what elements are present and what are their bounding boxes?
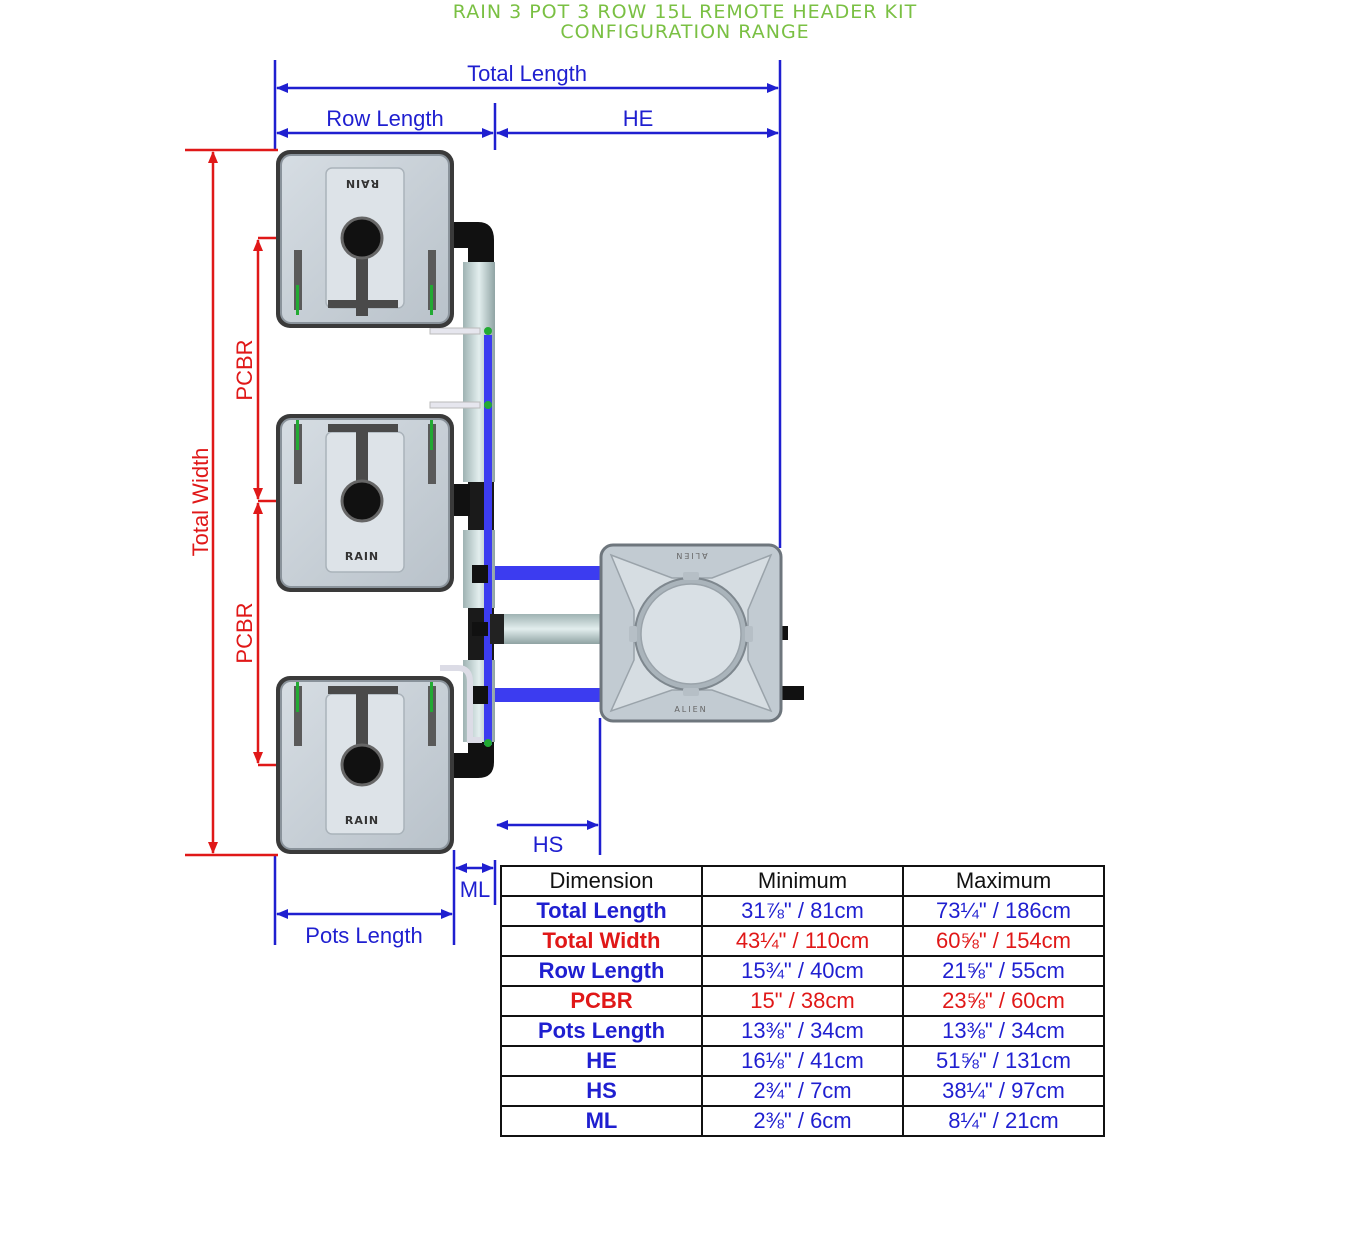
dimension-range-table: Dimension Minimum Maximum Total Length 3…: [500, 865, 1105, 1137]
table-row: HS 2¾" / 7cm 38¼" / 97cm: [500, 1075, 1105, 1107]
dimension-lines-blue: [273, 60, 782, 945]
row-max: 60⅝" / 154cm: [902, 925, 1105, 957]
title-line-1: RAIN 3 POT 3 ROW 15L REMOTE HEADER KIT: [452, 1, 918, 23]
hs-label: HS: [533, 832, 564, 857]
row-max: 8¼" / 21cm: [902, 1105, 1105, 1137]
pots-length-label: Pots Length: [305, 923, 422, 948]
row-max: 38¼" / 97cm: [902, 1075, 1105, 1107]
pot-1: RAIN: [276, 150, 454, 328]
row-min: 2¾" / 7cm: [701, 1075, 904, 1107]
pot-3: RAIN: [276, 676, 454, 854]
table-row: Total Length 31⅞" / 81cm 73¼" / 186cm: [500, 895, 1105, 927]
row-min: 15¾" / 40cm: [701, 955, 904, 987]
row-min: 15" / 38cm: [701, 985, 904, 1017]
table-row: Row Length 15¾" / 40cm 21⅝" / 55cm: [500, 955, 1105, 987]
row-min: 31⅞" / 81cm: [701, 895, 904, 927]
row-name: Pots Length: [500, 1015, 703, 1047]
row-name: PCBR: [500, 985, 703, 1017]
row-min: 16⅛" / 41cm: [701, 1045, 904, 1077]
header-dimension: Dimension: [500, 865, 703, 897]
he-label: HE: [623, 106, 654, 131]
table-row: HE 16⅛" / 41cm 51⅝" / 131cm: [500, 1045, 1105, 1077]
pot-3-logo: RAIN: [345, 814, 379, 827]
row-min: 13⅜" / 34cm: [701, 1015, 904, 1047]
kit-title: RAIN 3 POT 3 ROW 15L REMOTE HEADER KIT C…: [0, 2, 1370, 42]
row-max: 13⅜" / 34cm: [902, 1015, 1105, 1047]
table-row: PCBR 15" / 38cm 23⅝" / 60cm: [500, 985, 1105, 1017]
total-length-label: Total Length: [467, 61, 587, 86]
row-name: HE: [500, 1045, 703, 1077]
table-row: Total Width 43¼" / 110cm 60⅝" / 154cm: [500, 925, 1105, 957]
ml-label: ML: [460, 877, 491, 902]
row-max: 23⅝" / 60cm: [902, 985, 1105, 1017]
table-row: ML 2⅜" / 6cm 8¼" / 21cm: [500, 1105, 1105, 1137]
row-name: HS: [500, 1075, 703, 1107]
row-length-label: Row Length: [326, 106, 443, 131]
pot-2-logo: RAIN: [345, 550, 379, 563]
row-name: Total Width: [500, 925, 703, 957]
row-max: 21⅝" / 55cm: [902, 955, 1105, 987]
pot-2: RAIN: [276, 414, 454, 592]
total-width-label: Total Width: [188, 448, 213, 557]
row-max: 73¼" / 186cm: [902, 895, 1105, 927]
table-header-row: Dimension Minimum Maximum: [500, 865, 1105, 897]
header-pipework: [429, 222, 603, 778]
pcbr-upper-label: PCBR: [232, 339, 257, 400]
table-row: Pots Length 13⅜" / 34cm 13⅜" / 34cm: [500, 1015, 1105, 1047]
row-name: Total Length: [500, 895, 703, 927]
row-name: ML: [500, 1105, 703, 1137]
row-min: 43¼" / 110cm: [701, 925, 904, 957]
title-line-2: CONFIGURATION RANGE: [560, 21, 810, 43]
reservoir-logo-top: ALIEN: [674, 551, 707, 560]
row-min: 2⅜" / 6cm: [701, 1105, 904, 1137]
header-maximum: Maximum: [902, 865, 1105, 897]
pcbr-lower-label: PCBR: [232, 602, 257, 663]
reservoir: ALIEN ALIEN: [599, 543, 804, 723]
reservoir-logo-bottom: ALIEN: [674, 705, 707, 714]
row-max: 51⅝" / 131cm: [902, 1045, 1105, 1077]
row-name: Row Length: [500, 955, 703, 987]
pot-1-logo: RAIN: [345, 177, 379, 190]
header-minimum: Minimum: [701, 865, 904, 897]
